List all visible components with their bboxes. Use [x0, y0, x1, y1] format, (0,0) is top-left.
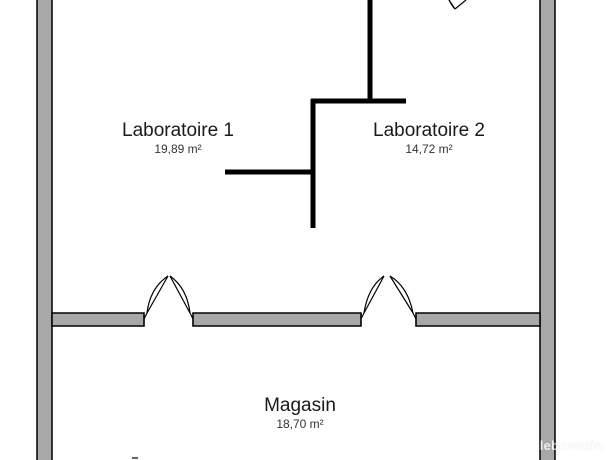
door-swing-right [169, 275, 191, 314]
dividing-wall-segment-left [51, 312, 145, 327]
door-laboratoire-1 [143, 275, 194, 326]
room-laboratoire-1: Laboratoire 1 19,89 m² [98, 120, 258, 156]
door-leaf-left [146, 275, 169, 314]
room-area: 18,70 m² [276, 417, 324, 431]
room-name: Laboratoire 2 [373, 120, 485, 141]
door-swing-left [363, 275, 385, 314]
room-name: Laboratoire 1 [122, 120, 234, 141]
door-swing-right [389, 275, 414, 314]
room-area: 14,72 m² [405, 142, 453, 156]
room-laboratoire-2: Laboratoire 2 14,72 m² [349, 120, 509, 156]
dividing-wall [51, 312, 541, 327]
exterior-walls [36, 0, 556, 460]
right-exterior-wall [539, 0, 556, 460]
interior-partitions [225, 0, 406, 228]
door-leaf-right [169, 275, 191, 314]
left-exterior-wall [36, 0, 53, 460]
room-name: Magasin [264, 395, 336, 416]
door-leaf-right [389, 275, 414, 314]
room-area: 19,89 m² [154, 142, 202, 156]
door-leaf-left [363, 275, 385, 314]
room-magasin: Magasin 18,70 m² [220, 395, 380, 431]
leboncoin-watermark: leboncoin [539, 438, 603, 453]
door-laboratoire-2 [360, 275, 417, 326]
door-top-partial [448, 0, 467, 10]
dividing-wall-segment-right [415, 312, 541, 327]
dividing-wall-segment-middle [192, 312, 362, 327]
door-swing-left [146, 275, 169, 314]
